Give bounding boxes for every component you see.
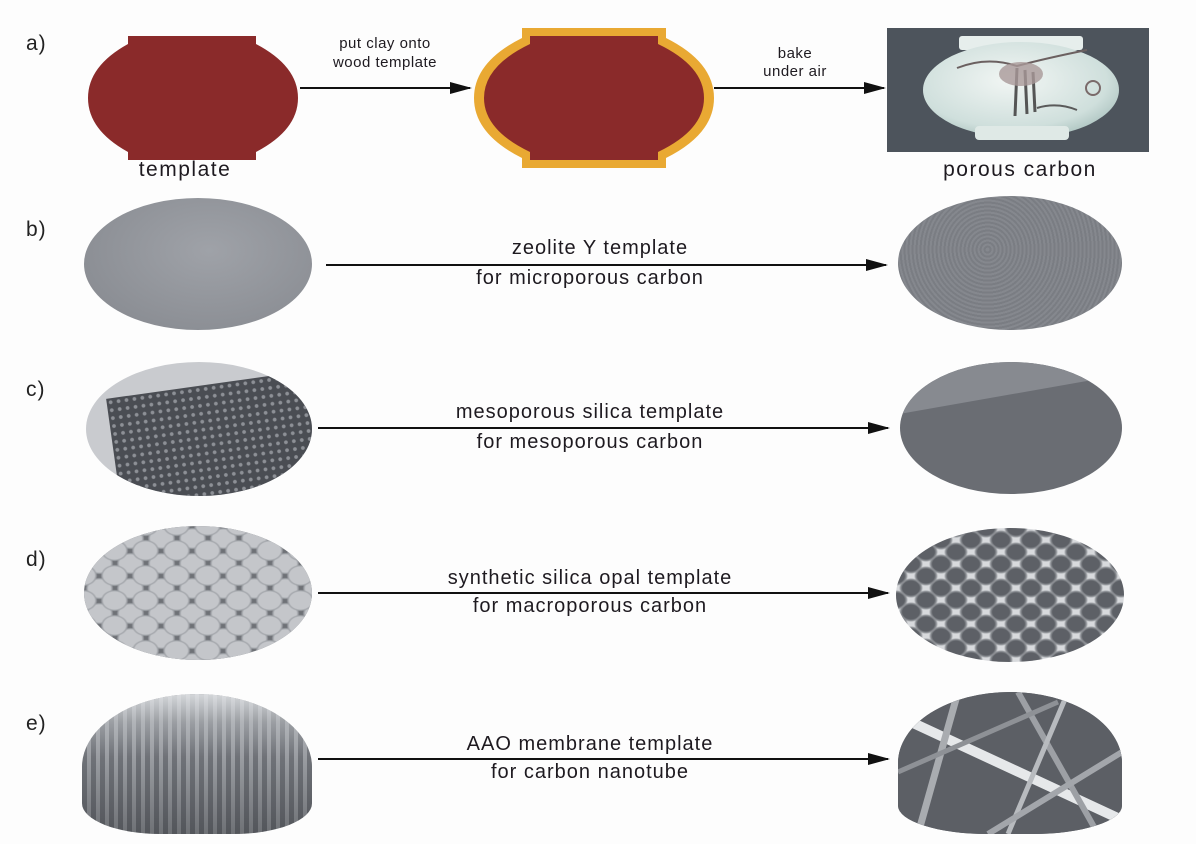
step1-arrow bbox=[300, 82, 472, 94]
arrow-head-icon bbox=[868, 587, 890, 599]
arrow-head-icon bbox=[868, 422, 890, 434]
row-e-arrow bbox=[318, 753, 890, 765]
carbon-nanotube-image bbox=[898, 692, 1122, 834]
step2-arrow bbox=[714, 82, 886, 94]
template-caption: template bbox=[138, 158, 232, 181]
arrow-head-icon bbox=[864, 82, 886, 94]
step2-label-line2: under air bbox=[763, 63, 827, 80]
row-c-arrow bbox=[318, 422, 890, 434]
mesoporous-carbon-image bbox=[900, 362, 1122, 494]
row-d-arrow-label-below: for macroporous carbon bbox=[472, 595, 708, 617]
porous-carbon-caption: porous carbon bbox=[943, 158, 1097, 181]
zeolite-y-template-image bbox=[84, 198, 312, 330]
row-b-arrow-label-above: zeolite Y template bbox=[511, 237, 689, 259]
row-b-arrow bbox=[326, 259, 888, 271]
row-c-arrow-label-below: for mesoporous carbon bbox=[476, 431, 704, 453]
microporous-carbon-image bbox=[898, 196, 1122, 330]
row-d-arrow-label-above: synthetic silica opal template bbox=[447, 567, 733, 589]
clay-coated-template-shape bbox=[472, 24, 716, 172]
row-label-c: c) bbox=[26, 378, 46, 401]
row-b-arrow-label-below: for microporous carbon bbox=[476, 267, 704, 289]
row-d-arrow bbox=[318, 587, 890, 599]
step1-label-line1: put clay onto bbox=[339, 35, 431, 52]
arrow-head-icon bbox=[868, 753, 890, 765]
row-label-e: e) bbox=[26, 712, 47, 735]
step1-label-line2: wood template bbox=[332, 54, 438, 71]
step2-label-line1: bake bbox=[777, 45, 813, 62]
row-label-d: d) bbox=[26, 548, 47, 571]
row-label-a: a) bbox=[26, 32, 47, 55]
wood-template-shape bbox=[84, 30, 304, 166]
mesoporous-silica-template-image bbox=[86, 362, 312, 496]
row-e-arrow-label-above: AAO membrane template bbox=[466, 733, 714, 755]
aao-membrane-template-image bbox=[82, 694, 312, 834]
row-c-arrow-label-above: mesoporous silica template bbox=[455, 401, 725, 423]
macroporous-carbon-image bbox=[896, 528, 1124, 662]
arrow-head-icon bbox=[450, 82, 472, 94]
arrow-head-icon bbox=[866, 259, 888, 271]
row-label-b: b) bbox=[26, 218, 47, 241]
baked-vase-photo bbox=[887, 28, 1149, 152]
row-e-arrow-label-below: for carbon nanotube bbox=[490, 761, 690, 783]
silica-opal-template-image bbox=[84, 526, 312, 660]
